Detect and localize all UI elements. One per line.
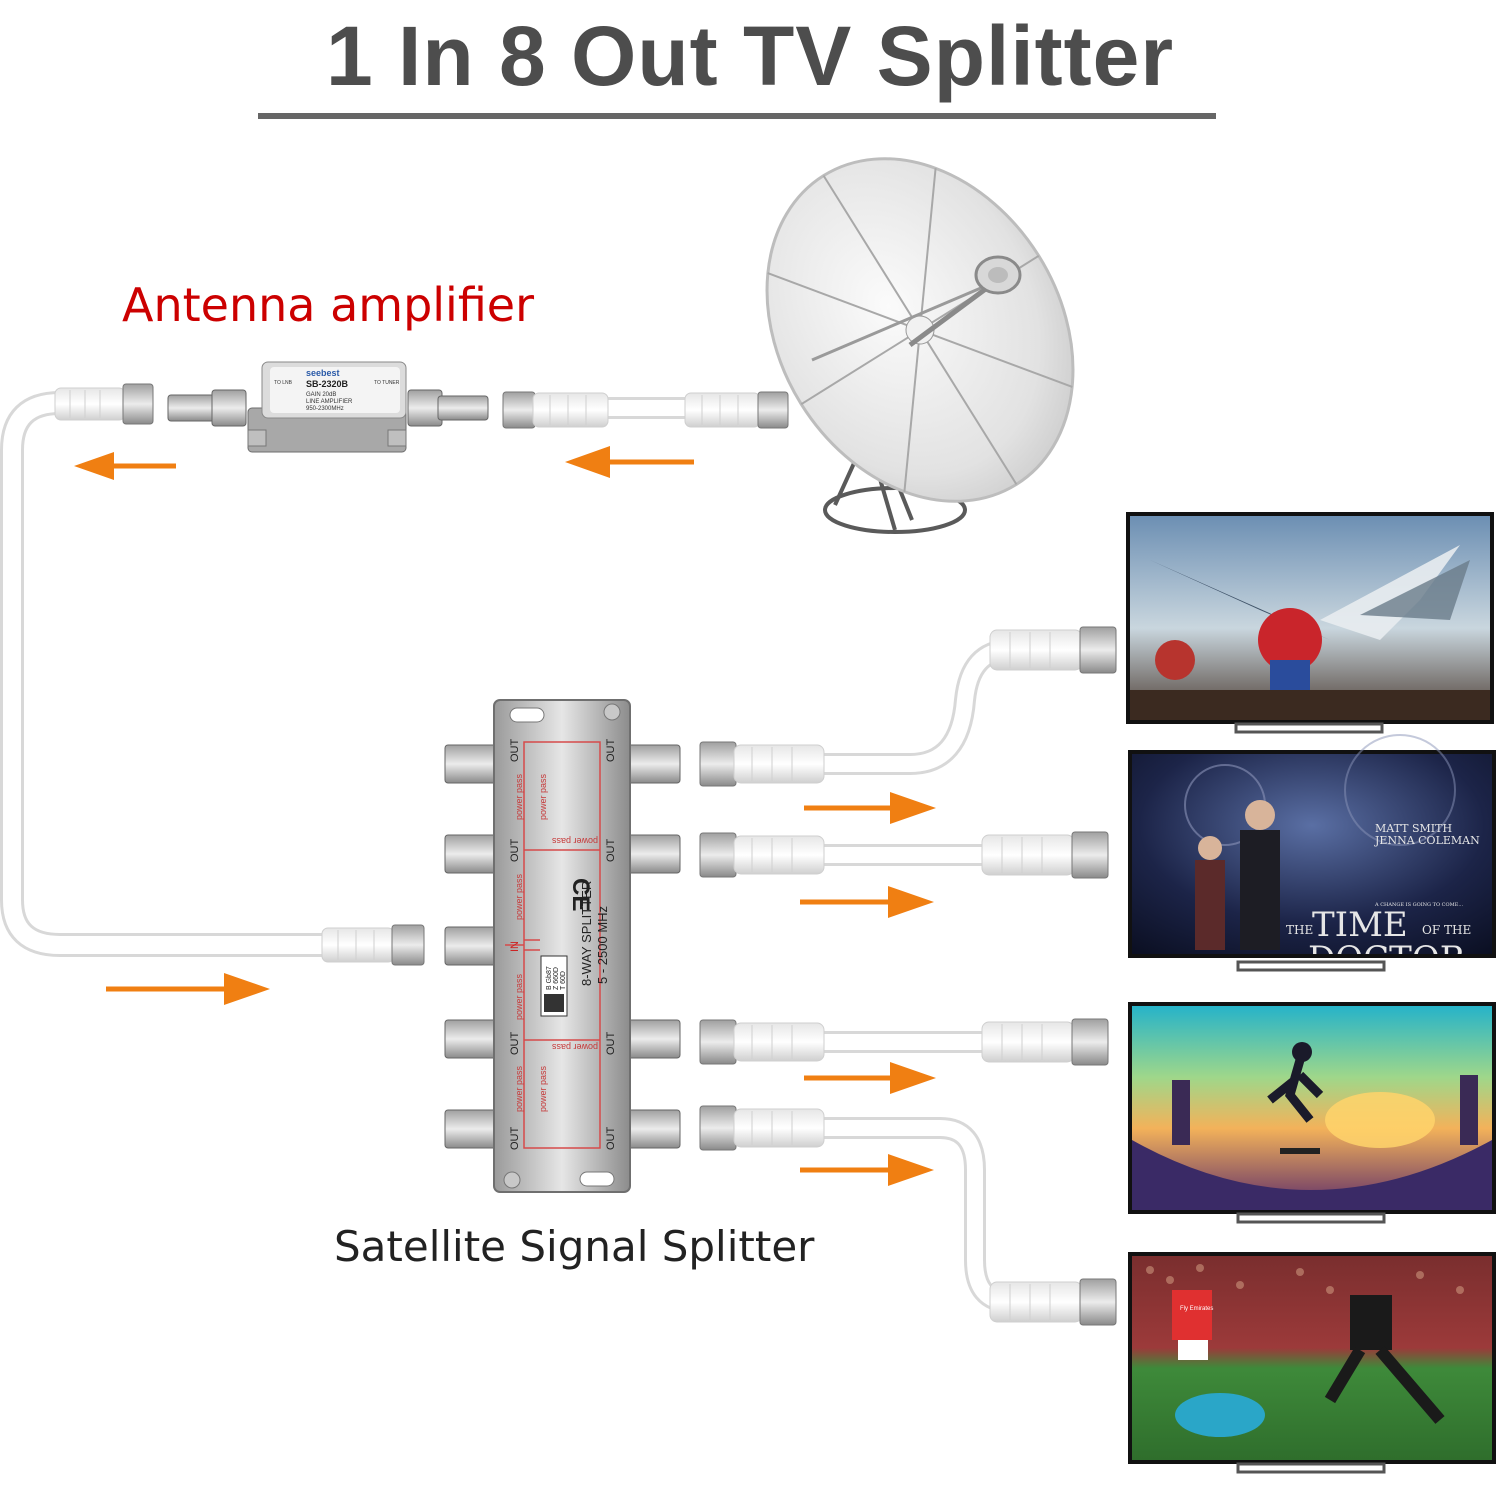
cert-line-3: T 60D xyxy=(560,971,567,990)
power-pass-2: power pass xyxy=(538,773,548,820)
splitter-label-out-r4: OUT xyxy=(605,1032,617,1056)
amp-brand: seebest xyxy=(306,368,340,378)
splitter-label-out-r2: OUT xyxy=(605,839,617,863)
antenna-amplifier: seebest SB-2320B GAIN 20dB LINE AMPLIFIE… xyxy=(167,361,489,453)
coax-plug-dish-cable-right xyxy=(684,391,789,429)
power-pass-5: power pass xyxy=(514,973,524,1020)
splitter-label-out-br: OUT xyxy=(605,1127,617,1151)
splitter-label-out-tl: OUT xyxy=(509,739,521,763)
coax-plug-tv-4 xyxy=(989,1278,1117,1326)
amplifier-label: Antenna amplifier xyxy=(122,278,535,332)
cert-line-1: B Gb87 xyxy=(546,966,553,990)
amp-spec-2: LINE AMPLIFIER xyxy=(306,399,353,405)
amp-port-left: TO LNB xyxy=(274,380,293,386)
coax-plug-out-4 xyxy=(699,1105,825,1151)
coax-plug-dish-cable-left xyxy=(502,391,609,429)
arrow-right-out-4 xyxy=(800,1154,934,1186)
splitter-label-out-l4: OUT xyxy=(509,1032,521,1056)
tv-1 xyxy=(1126,512,1494,734)
arrow-right-to-splitter xyxy=(106,973,270,1005)
splitter-label-out-bl: OUT xyxy=(509,1127,521,1151)
tv-2-cast-2: JENNA COLEMAN xyxy=(1374,834,1480,847)
power-pass-8: power pass xyxy=(538,1065,548,1112)
amp-spec-3: 950-2300MHz xyxy=(306,406,344,412)
eight-way-splitter: OUT OUT OUT OUT IN OUT OUT OUT OUT power… xyxy=(444,699,681,1193)
splitter-cert-logo: B Gb87 Z 660D T 60D xyxy=(540,955,568,1017)
page-title: 1 In 8 Out TV Splitter xyxy=(325,9,1175,103)
tv-2-title-time: TIME xyxy=(1312,905,1408,945)
splitter-name: 8-WAY SPLITTER xyxy=(579,881,594,986)
arrow-right-out-1 xyxy=(804,792,936,824)
tv-2-cast-1: MATT SMITH xyxy=(1375,822,1452,835)
splitter-ce-mark: CE xyxy=(567,878,594,911)
power-pass-4: power pass xyxy=(514,873,524,920)
satellite-dish xyxy=(765,157,1075,534)
tv-4-shirt-sponsor: Fly Emirates xyxy=(1180,1306,1213,1312)
arrow-right-out-2 xyxy=(800,886,934,918)
tv-3 xyxy=(1128,1002,1496,1224)
amp-spec-1: GAIN 20dB xyxy=(306,392,336,398)
splitter-caption: Satellite Signal Splitter xyxy=(334,1222,815,1271)
arrow-left-amp-output xyxy=(74,452,176,480)
arrow-right-out-3 xyxy=(804,1062,936,1094)
splitter-ports-left xyxy=(444,744,498,1149)
coax-plug-out-3 xyxy=(699,1019,825,1065)
coax-plug-tv-1 xyxy=(989,626,1117,674)
splitter-label-out-l2: OUT xyxy=(509,839,521,863)
power-pass-1: power pass xyxy=(514,773,524,820)
tv-2-tagline: A CHANGE IS GOING TO COME... xyxy=(1374,902,1464,908)
tv-2-title-ofthe: OF THE xyxy=(1422,923,1471,937)
coax-plug-out-2 xyxy=(699,832,825,878)
amp-model: SB-2320B xyxy=(306,379,349,389)
tv-2: MATT SMITH JENNA COLEMAN A CHANGE IS GOI… xyxy=(1128,734,1496,979)
tv-2-screen xyxy=(1132,754,1492,958)
splitter-label-out-tr: OUT xyxy=(605,739,617,763)
tv-4: Fly Emirates xyxy=(1128,1252,1496,1474)
cable-amp-to-splitter xyxy=(0,391,330,957)
coax-plug-tv-2 xyxy=(981,831,1109,879)
splitter-label-in: IN xyxy=(509,941,521,952)
coax-plug-out-1 xyxy=(699,741,825,787)
power-pass-3: power pass xyxy=(551,836,598,846)
power-pass-6: power pass xyxy=(551,1042,598,1052)
arrow-left-dish-signal xyxy=(565,446,694,478)
connectors xyxy=(54,383,1117,1326)
coax-plug-amp-left xyxy=(54,383,154,425)
coax-plug-tv-3 xyxy=(981,1018,1109,1066)
amp-port-right: TO TUNER xyxy=(374,380,400,386)
dish-feed-arm xyxy=(811,255,1022,362)
signal-arrows xyxy=(74,446,936,1186)
title-underline xyxy=(258,113,1216,119)
coax-plug-splitter-in xyxy=(321,924,425,966)
splitter-freq: 5 - 2500 MHz xyxy=(595,906,610,984)
cert-line-2: Z 660D xyxy=(553,967,560,990)
splitter-ports-right xyxy=(627,744,681,1149)
power-pass-7: power pass xyxy=(514,1065,524,1112)
tv-2-title-the: THE xyxy=(1286,923,1313,937)
